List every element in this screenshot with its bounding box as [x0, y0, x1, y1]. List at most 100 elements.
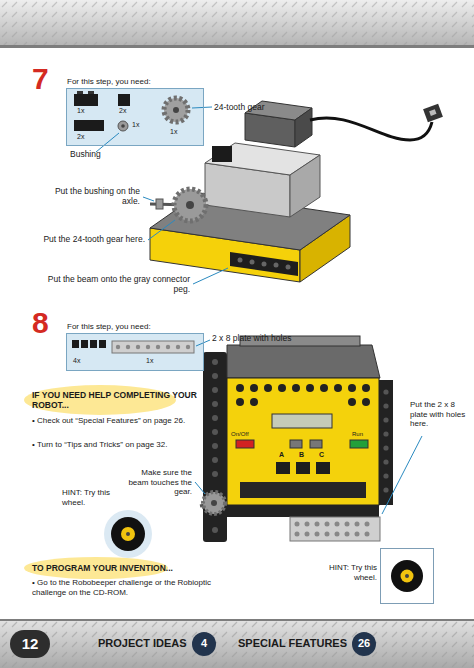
- part-count: 2x: [119, 107, 126, 115]
- rcx-model: [335, 532, 340, 537]
- part-count: 1x: [146, 357, 153, 365]
- step-number: 7: [32, 64, 49, 94]
- rcx-model: [383, 417, 388, 422]
- part-count: 2x: [77, 133, 84, 141]
- leader-line: [96, 107, 422, 514]
- wheel-icon: [391, 560, 423, 592]
- box-heading: For this step, you need:: [67, 322, 151, 332]
- rcx-model: [290, 440, 302, 448]
- parts-box: For this step, you need:: [66, 88, 204, 146]
- part-label: 24-tooth gear: [214, 102, 265, 112]
- part-icon: [118, 94, 130, 106]
- parts-box-ground: [66, 333, 204, 371]
- program-bullet: • Go to the Robobeeper challenge or the …: [32, 578, 212, 597]
- hint-box: HINT: Try this wheel.: [380, 548, 434, 604]
- box-heading: For this step, you need:: [67, 77, 151, 87]
- leader-line: [148, 220, 175, 240]
- rcx-model: [295, 522, 300, 527]
- rcx-model: [383, 403, 388, 408]
- rcx-model: [315, 522, 320, 527]
- rcx-model: [250, 398, 258, 406]
- step7-model: [150, 101, 443, 282]
- rcx-model: [290, 517, 380, 541]
- part-icon: [118, 121, 128, 131]
- part-icon: [77, 91, 83, 94]
- header-band: [0, 0, 474, 48]
- rcx-model: [227, 378, 379, 505]
- parts-box-ground: [66, 88, 204, 146]
- rcx-model: [211, 500, 217, 506]
- part-count: 1x: [170, 128, 177, 136]
- help-heading: IF YOU NEED HELP COMPLETING YOUR ROBOT..…: [32, 390, 200, 410]
- wheel-icon: [104, 510, 434, 604]
- rcx-model: [212, 443, 218, 449]
- part-count: 1x: [132, 121, 139, 129]
- rcx-model: [325, 522, 330, 527]
- rcx-model: [383, 445, 388, 450]
- rcx-model: [212, 401, 218, 407]
- part-icon: [74, 94, 98, 106]
- button-label: On/Off: [231, 431, 249, 438]
- rcx-model: [305, 532, 310, 537]
- step7-model: [290, 155, 320, 217]
- rcx-model: [292, 384, 300, 392]
- page-number: 4: [201, 637, 207, 650]
- page-ref-circle: 4: [192, 632, 216, 656]
- rcx-model: [264, 384, 272, 392]
- rcx-model: [345, 522, 350, 527]
- footer-band: [0, 619, 474, 668]
- wheel-icon: [380, 548, 434, 604]
- rcx-model: [203, 492, 225, 514]
- rcx-model: [355, 532, 360, 537]
- rcx-model: [320, 384, 328, 392]
- rcx-model: [200, 336, 393, 542]
- box-heading: HINT: Try this wheel.: [317, 563, 377, 582]
- step7-model: [262, 262, 267, 267]
- part-count: 4x: [73, 357, 80, 365]
- footer-band: [0, 620, 474, 668]
- port-label: C: [319, 451, 324, 459]
- part-icon: [146, 345, 150, 349]
- footer-link: SPECIAL FEATURES: [238, 637, 347, 650]
- leader-line: [195, 482, 205, 494]
- rcx-model: [203, 352, 227, 542]
- rcx-model: [310, 440, 322, 448]
- wheel-icon: [126, 532, 130, 536]
- parts-box: For this step, you need:: [66, 333, 204, 371]
- rcx-model: [296, 462, 310, 474]
- rcx-model: [315, 532, 320, 537]
- part-icon: [136, 345, 140, 349]
- step7-model: [295, 108, 312, 147]
- page-number: 12: [22, 635, 39, 653]
- step-number: 8: [32, 308, 49, 338]
- step7-model: [286, 265, 291, 270]
- rcx-model: [350, 440, 368, 448]
- rcx-model: [362, 384, 370, 392]
- page-ref-circle: 26: [352, 632, 376, 656]
- wheel-icon: [401, 570, 414, 583]
- part-label: Bushing: [70, 149, 101, 159]
- rcx-model: [212, 457, 218, 463]
- rcx-model: [236, 384, 244, 392]
- step7-model: [274, 263, 279, 268]
- rcx-model: [212, 527, 218, 533]
- help-bullet: • Check out “Special Features” on page 2…: [32, 416, 200, 426]
- rcx-model: [383, 389, 388, 394]
- step7-model: [238, 258, 243, 263]
- instruction-note: Put the beam onto the gray connector peg…: [40, 274, 190, 294]
- step7-model: [423, 104, 443, 123]
- leader-line: [196, 340, 210, 346]
- rcx-model: [362, 398, 370, 406]
- step7-model: [156, 199, 163, 209]
- rcx-model: [335, 522, 340, 527]
- part-icon: [186, 345, 190, 349]
- rcx-model: [250, 384, 258, 392]
- rcx-model: [212, 387, 218, 393]
- port-label: B: [299, 451, 304, 459]
- port-label: A: [279, 451, 284, 459]
- rcx-model: [295, 532, 300, 537]
- part-icon: [173, 107, 179, 113]
- rcx-model: [316, 462, 330, 474]
- rcx-model: [212, 471, 218, 477]
